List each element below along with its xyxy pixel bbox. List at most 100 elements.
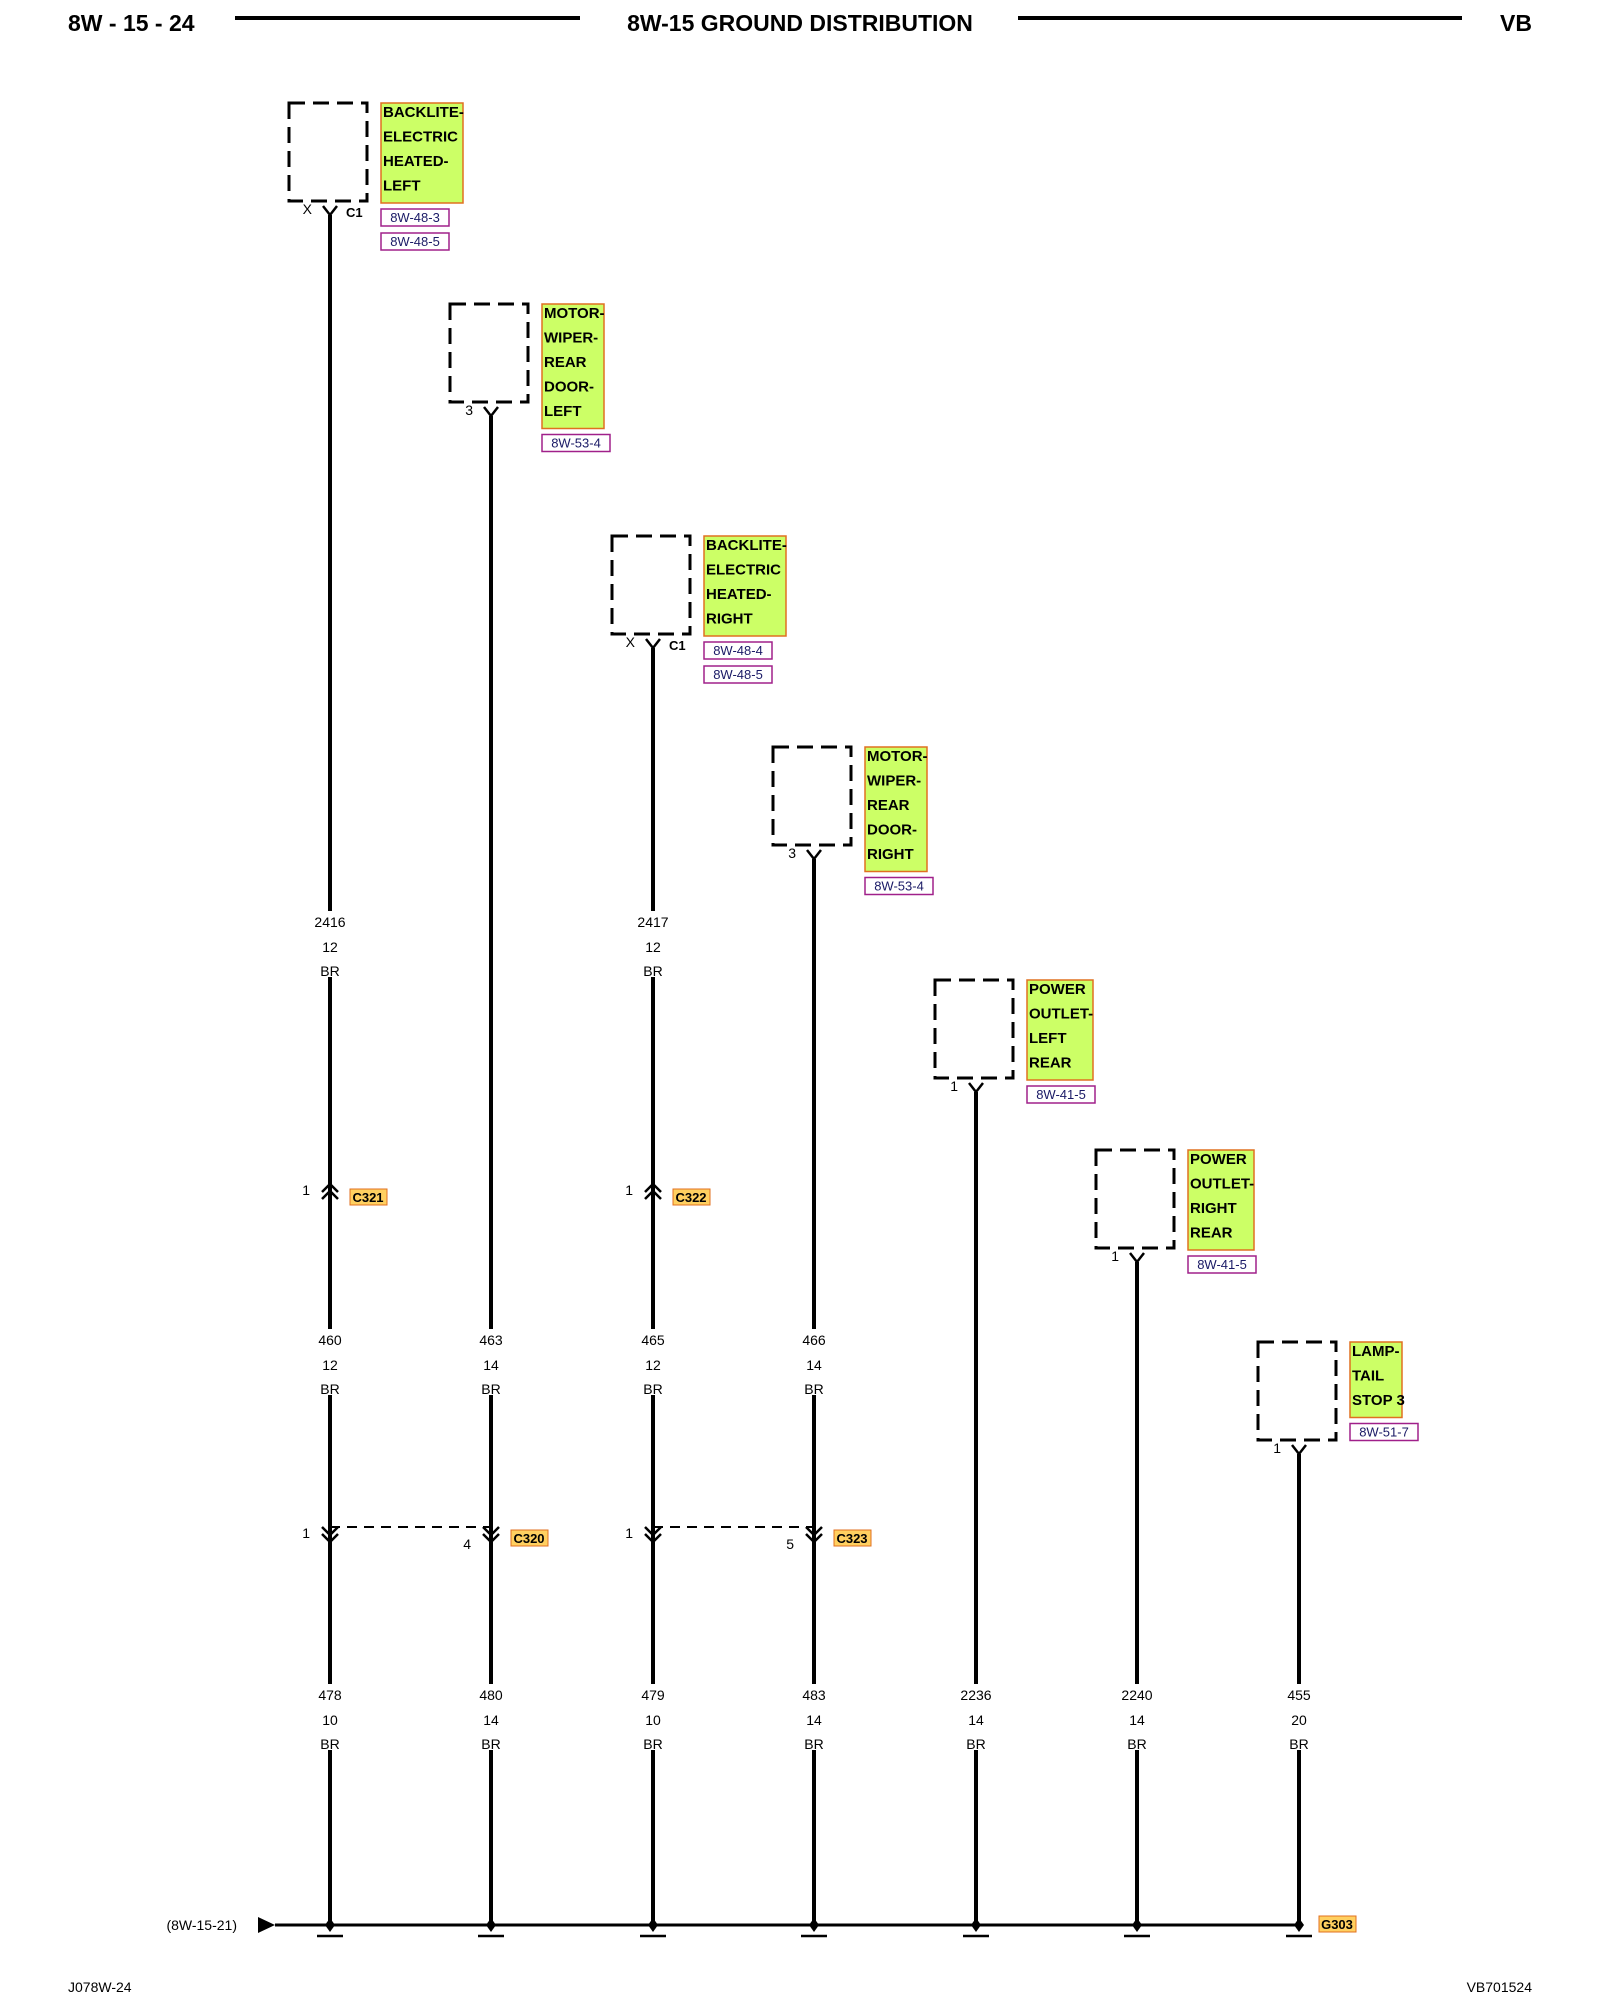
- splice-connector-symbol: [805, 1526, 823, 1537]
- inline-connector-symbol: [321, 1189, 339, 1200]
- wire-label-bg: [308, 1684, 352, 1750]
- wire-gauge-lower: 10: [322, 1712, 338, 1728]
- component-label-line: STOP 3: [1352, 1392, 1405, 1409]
- circuit-number-mid: 463: [479, 1332, 503, 1348]
- component-label-line: REAR: [1029, 1055, 1072, 1072]
- wire-gauge-lower: 14: [968, 1712, 984, 1728]
- wire-color-upper: BR: [320, 963, 339, 979]
- model-code: VB: [1500, 10, 1532, 36]
- pin-terminal: [322, 205, 338, 218]
- inline-connector-label-bg: [672, 1188, 711, 1206]
- splice-connector-label-bg: [510, 1529, 549, 1547]
- splice-connector-pin: 4: [463, 1536, 471, 1552]
- splice-dot: [971, 1918, 981, 1932]
- page-ref-box: [380, 208, 450, 227]
- page-number: 8W - 15 - 24: [68, 10, 195, 36]
- component-label-line: MOTOR-: [867, 748, 928, 765]
- page-ref-box: [703, 665, 773, 684]
- component-label-line: DOOR-: [867, 822, 917, 839]
- wire-color-lower: BR: [804, 1736, 823, 1752]
- page-ref-box: [703, 641, 773, 660]
- component-label-line: OUTLET-: [1190, 1176, 1254, 1193]
- ground-bus-arrow: [258, 1917, 275, 1933]
- component-label-line: POWER: [1029, 981, 1086, 998]
- component-label-line: MOTOR-: [544, 305, 605, 322]
- wire-label-bg: [792, 1329, 836, 1395]
- component-label-bg: [541, 303, 605, 430]
- wire-color-lower: BR: [966, 1736, 985, 1752]
- wire-gauge-lower: 14: [1129, 1712, 1145, 1728]
- component-label-bg: [1349, 1341, 1403, 1419]
- component-label-bg: [1187, 1149, 1255, 1251]
- component-label-line: RIGHT: [867, 846, 914, 863]
- component-label-line: BACKLITE-: [383, 104, 464, 121]
- pin-terminal: [1129, 1252, 1145, 1265]
- pin-number: 3: [465, 402, 473, 418]
- wire-label-bg: [1115, 1684, 1159, 1750]
- component-label-line: LAMP-: [1352, 1343, 1400, 1360]
- page-ref: 8W-53-4: [874, 879, 924, 894]
- component-label-line: DOOR-: [544, 379, 594, 396]
- circuit-number-upper: 2417: [637, 914, 668, 930]
- splice-connector-symbol: [644, 1533, 662, 1544]
- wire-color-mid: BR: [643, 1381, 662, 1397]
- page-ref-box: [1026, 1085, 1096, 1104]
- page-ref: 8W-48-5: [390, 234, 440, 249]
- inline-connector-pin: 1: [302, 1182, 310, 1198]
- wire-color-lower: BR: [481, 1736, 500, 1752]
- component-label-bg: [380, 102, 464, 204]
- page-ref: 8W-41-5: [1036, 1087, 1086, 1102]
- wire-label-bg: [1277, 1684, 1321, 1750]
- component-label-line: HEATED-: [706, 586, 772, 603]
- wire-color-mid: BR: [481, 1381, 500, 1397]
- page-ref-box: [541, 433, 611, 453]
- page-ref-box: [1349, 1422, 1419, 1442]
- pin-number: 1: [1273, 1440, 1281, 1456]
- splice-dot: [1294, 1918, 1304, 1932]
- pin-number: 3: [788, 845, 796, 861]
- wire-color-lower: BR: [1127, 1736, 1146, 1752]
- component-label-line: LEFT: [1029, 1030, 1067, 1047]
- pin-terminal: [968, 1082, 984, 1095]
- pin-terminal: [806, 849, 822, 862]
- wire-gauge-lower: 14: [483, 1712, 499, 1728]
- pin-number: X: [303, 201, 313, 217]
- wire-label-bg: [308, 911, 352, 977]
- circuit-number-upper: 2416: [314, 914, 345, 930]
- splice-connector-pin: 5: [786, 1536, 794, 1552]
- connector-id: C1: [669, 638, 686, 653]
- inline-connector-label-bg: [349, 1188, 388, 1206]
- page-ref: 8W-48-4: [713, 643, 763, 658]
- ground-name: G303: [1321, 1917, 1353, 1932]
- splice-connector-name: C320: [513, 1531, 544, 1546]
- footer-left: J078W-24: [68, 1979, 132, 1995]
- wire-color-mid: BR: [804, 1381, 823, 1397]
- splice-connector-symbol: [321, 1533, 339, 1544]
- component-label-bg: [1026, 979, 1094, 1081]
- ground-label-bg: [1318, 1915, 1357, 1933]
- component-box: [1094, 1148, 1176, 1250]
- wire-color-lower: BR: [1289, 1736, 1308, 1752]
- component-label-line: WIPER-: [867, 773, 921, 790]
- wire-gauge-lower: 14: [806, 1712, 822, 1728]
- component-label-line: ELECTRIC: [706, 562, 781, 579]
- footer-right: VB701524: [1467, 1979, 1533, 1995]
- wire-gauge-mid: 12: [322, 1357, 338, 1373]
- wire-color-lower: BR: [320, 1736, 339, 1752]
- circuit-number-mid: 460: [318, 1332, 342, 1348]
- component-label-line: LEFT: [544, 403, 582, 420]
- splice-dot: [486, 1918, 496, 1932]
- pin-number: 1: [1111, 1248, 1119, 1264]
- splice-dot: [325, 1918, 335, 1932]
- circuit-number-lower: 479: [641, 1687, 665, 1703]
- wire-label-bg: [631, 1329, 675, 1395]
- wire-gauge-mid: 12: [645, 1357, 661, 1373]
- page-ref: 8W-41-5: [1197, 1257, 1247, 1272]
- wire-label-bg: [631, 911, 675, 977]
- inline-connector-pin: 1: [625, 1182, 633, 1198]
- splice-connector-pin: 1: [302, 1525, 310, 1541]
- circuit-number-lower: 455: [1287, 1687, 1311, 1703]
- splice-dot: [809, 1918, 819, 1932]
- wire-color-mid: BR: [320, 1381, 339, 1397]
- component-label-line: REAR: [1190, 1225, 1233, 1242]
